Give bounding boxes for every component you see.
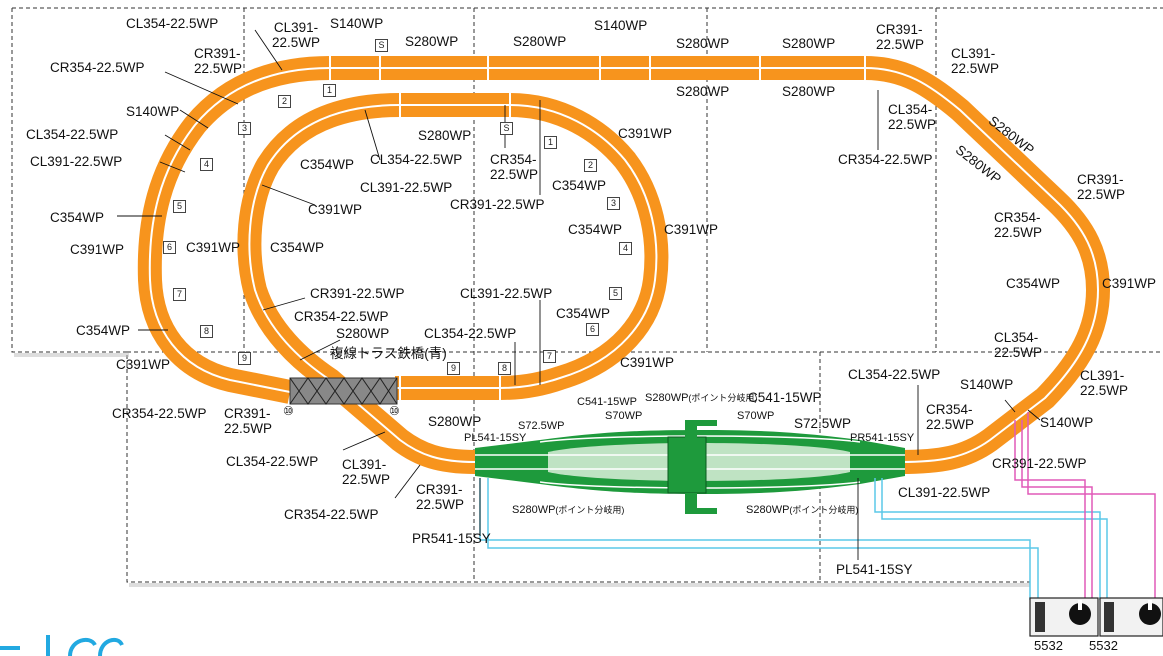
brand-logo-fragment: [0, 635, 124, 656]
board-outline: [11, 7, 1163, 583]
power-wires: [479, 412, 1156, 600]
track-joints: [329, 56, 866, 400]
truss-bridge: [289, 377, 398, 405]
leader-lines: [117, 29, 1041, 560]
station-yard: [475, 420, 905, 514]
inner-track: [237, 93, 669, 474]
power-controller-2[interactable]: [1099, 597, 1163, 637]
power-controller-1[interactable]: [1029, 597, 1099, 637]
